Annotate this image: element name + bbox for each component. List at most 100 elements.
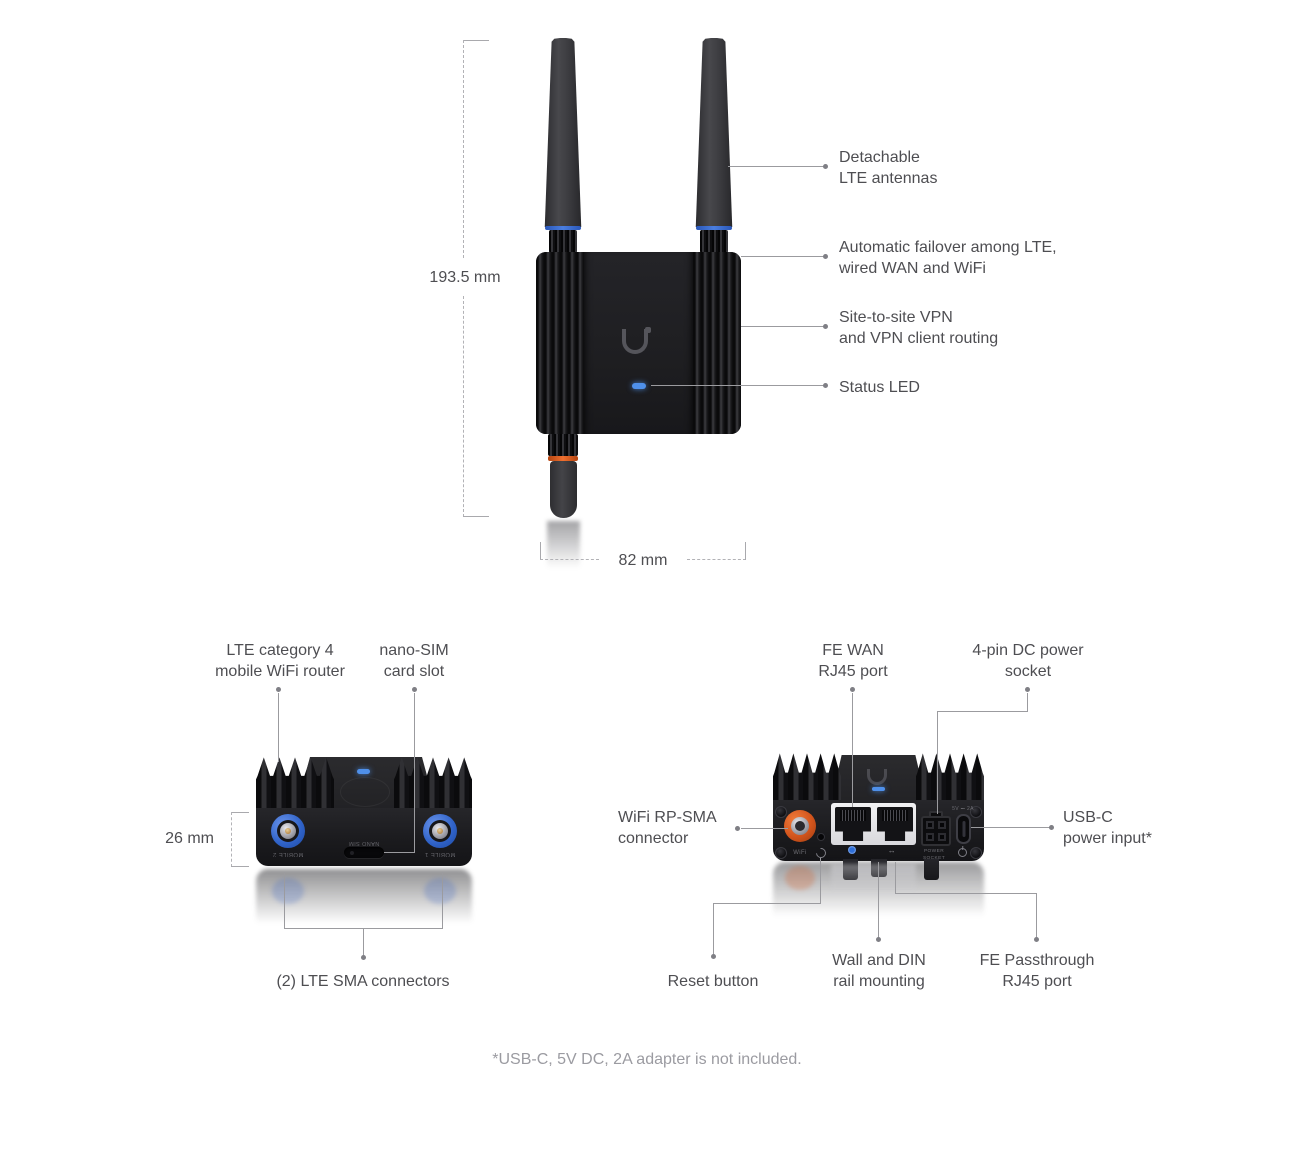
callout-line-vpn — [741, 326, 825, 327]
dim-width-line-left — [540, 559, 599, 560]
wifi-antenna-connector — [548, 434, 578, 456]
dim-26-label: 26 mm — [165, 830, 214, 847]
callout-dot-reset — [711, 954, 716, 959]
label-usb-power: 5V ⎓ 2A — [952, 806, 974, 812]
label-power-socket: POWER SOCKET — [923, 849, 945, 861]
callout-dot-lte-router — [276, 687, 281, 692]
router-body — [536, 252, 741, 434]
callout-line-antennas — [728, 166, 825, 167]
callout-line-wifi-rp-sma — [741, 828, 788, 829]
callout-line-lte-router — [278, 693, 279, 762]
sma-pin-mobile1 — [437, 828, 443, 834]
callout-sma-connectors: (2) LTE SMA connectors — [276, 973, 450, 990]
bracket-sma-left — [284, 872, 285, 928]
callout-dot-usb-c — [1049, 825, 1054, 830]
antenna-ring-right — [696, 226, 732, 230]
callout-dot-fe-wan — [850, 687, 855, 692]
ubiquiti-logo-icon — [622, 329, 648, 354]
callout-line-reset-v1 — [820, 858, 821, 903]
callout-failover: Automatic failover among LTE,wired WAN a… — [839, 239, 1057, 277]
callout-line-failover — [741, 256, 825, 257]
callout-status-led: Status LED — [839, 379, 920, 396]
footnote: *USB-C, 5V DC, 2A adapter is not include… — [492, 1051, 802, 1068]
callout-dot-dc-power — [1025, 687, 1030, 692]
wifi-antenna-down — [550, 461, 577, 518]
dim-height-line-upper — [463, 40, 464, 258]
din-tab-right — [924, 859, 939, 880]
device-reflection — [256, 869, 472, 939]
sim-slot — [344, 847, 384, 858]
dim-26-tick-top — [231, 812, 249, 813]
label-mobile2: MOBILE 2 — [272, 851, 304, 857]
dim-width-tick-right — [745, 542, 746, 560]
callout-line-fe-wan — [852, 693, 853, 807]
sma-pin-mobile2 — [285, 828, 291, 834]
antenna-reflection — [547, 521, 580, 577]
callout-line-usb-c — [971, 827, 1051, 828]
status-led — [632, 383, 646, 389]
screw-top-left — [775, 806, 787, 818]
screw-top-right — [970, 806, 982, 818]
callout-line-dc-power-v1 — [1027, 693, 1028, 711]
status-led-top — [357, 769, 370, 774]
callout-line-reset-h — [713, 903, 821, 904]
callout-dot-antennas — [823, 164, 828, 169]
wifi-antenna-orange-ring — [548, 456, 578, 461]
heatsink-fins-left — [536, 252, 584, 434]
power-socket-4pin — [921, 816, 951, 846]
dim-width-line-right — [687, 559, 746, 560]
bracket-sma-stem — [363, 928, 364, 956]
dim-width-label: 82 mm — [618, 552, 668, 569]
antenna-connector-right — [700, 230, 728, 253]
dim-width-tick-left — [540, 542, 541, 560]
bracket-sma-right — [442, 872, 443, 928]
rp-sma-hole — [795, 821, 805, 831]
wifi-reflection — [785, 866, 815, 890]
power-icon — [958, 848, 967, 857]
dim-26-line — [231, 812, 232, 867]
callout-dot-nano-sim — [412, 687, 417, 692]
wan-globe-icon — [848, 846, 856, 854]
callout-line-passthrough-v1 — [895, 862, 896, 893]
label-mobile1: MOBILE 1 — [424, 851, 456, 857]
dim-height-tick-bottom — [463, 516, 489, 517]
callout-dot-passthrough — [1034, 937, 1039, 942]
callout-line-status-led — [651, 385, 825, 386]
lte-antenna-left — [544, 38, 582, 227]
antenna-ring-left — [545, 226, 581, 230]
sma-reflection-left — [272, 878, 304, 904]
callout-reset-button: Reset button — [667, 973, 759, 990]
callout-dot-mount — [876, 937, 881, 942]
status-led-rear — [872, 787, 885, 791]
callout-dot-wifi-rp-sma — [735, 826, 740, 831]
dim-height-line-lower — [463, 296, 464, 517]
callout-line-mount — [878, 862, 879, 939]
callout-line-reset-v2 — [713, 903, 714, 956]
passthrough-icon: ↔ — [887, 846, 897, 855]
ubiquiti-logo-faint-icon — [867, 769, 887, 785]
power-socket-notch — [929, 811, 943, 818]
callout-dot-vpn — [823, 324, 828, 329]
callout-line-dc-power-v2 — [937, 711, 938, 814]
callout-line-dc-power-h — [937, 711, 1028, 712]
callout-dot-sma — [361, 955, 366, 960]
din-tab-center — [871, 859, 887, 877]
callout-dot-status-led — [823, 383, 828, 388]
screw-bottom-left — [775, 847, 787, 859]
callout-dot-failover — [823, 254, 828, 259]
callout-line-nano-sim-h — [384, 852, 415, 853]
reset-button-hole — [817, 833, 825, 841]
label-nano-sim: NANO SIM — [348, 840, 380, 846]
callout-line-passthrough-h — [895, 893, 1036, 894]
ubiquiti-logo-dot-icon — [645, 327, 651, 333]
